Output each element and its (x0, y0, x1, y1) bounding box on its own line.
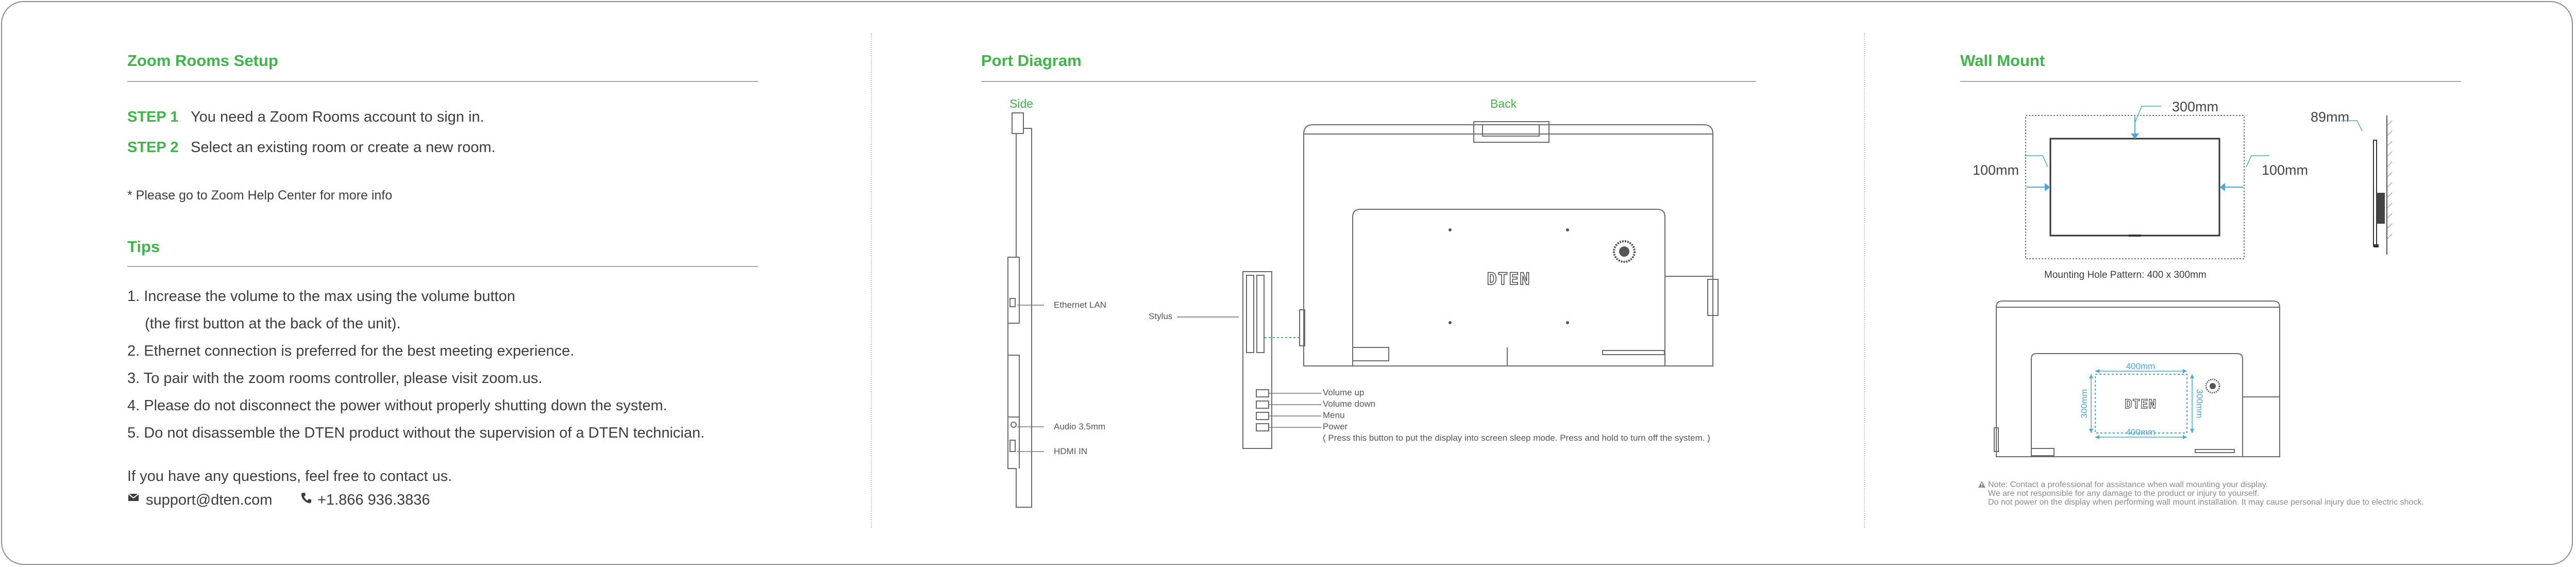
dim-right: 100mm (2262, 162, 2309, 178)
button-menu: Menu (1323, 410, 1345, 420)
tip-5: 5. Do not disassemble the DTEN product w… (127, 425, 705, 441)
contact-phone[interactable]: +1.866 936.3836 (317, 492, 430, 508)
side-callout-lines (1017, 305, 1044, 452)
stylus-button-panel (1177, 271, 1321, 449)
side-view-drawing (1007, 112, 1032, 508)
dim-left: 100mm (1973, 162, 2019, 178)
note-line-3: Do not power on the display when perform… (1988, 498, 2424, 507)
hole-pattern: Mounting Hole Pattern: 400 x 300mm (2044, 270, 2207, 280)
step-1: STEP 1 You need a Zoom Rooms account to s… (127, 109, 484, 126)
tips-title: Tips (127, 238, 160, 256)
ports-title: Port Diagram (981, 52, 1082, 70)
tip-1-continued: (the first button at the back of the uni… (145, 315, 401, 332)
step-2-label: STEP 2 (127, 139, 179, 156)
callout-stylus: Stylus (1149, 311, 1173, 321)
note-line-1: Note: Contact a professional for assista… (1988, 480, 2268, 489)
button-volume-down: Volume down (1323, 399, 1376, 409)
dim-depth: 89mm (2311, 109, 2350, 125)
depth-diagram (2342, 115, 2393, 255)
back-logo: DTEN (1487, 269, 1530, 289)
hole-v-left: 300mm (2079, 389, 2089, 419)
callout-ethernet: Ethernet LAN (1054, 300, 1107, 310)
hole-h-top: 400mm (2126, 361, 2156, 371)
step-1-label: STEP 1 (127, 109, 179, 125)
tip-2: 2. Ethernet connection is preferred for … (127, 343, 575, 359)
clearance-diagram (2025, 115, 2245, 259)
hole-h-bottom: 400mm (2126, 427, 2156, 437)
back-view-drawing: DTEN (1299, 121, 1719, 366)
callout-hdmi: HDMI IN (1054, 446, 1088, 456)
back-label: Back (1490, 97, 1517, 110)
step-1-text: You need a Zoom Rooms account to sign in… (191, 109, 484, 125)
tip-4: 4. Please do not disconnect the power wi… (127, 397, 667, 414)
step-2: STEP 2 Select an existing room or create … (127, 139, 496, 156)
setup-rule (127, 81, 758, 82)
tip-1: 1. Increase the volume to the max using … (127, 288, 515, 305)
ports-rule (981, 81, 1756, 82)
mounting-hole-diagram: DTEN 400mm 400mm 300mm 300mm (1994, 301, 2280, 457)
side-label: Side (1009, 97, 1034, 110)
setup-title: Zoom Rooms Setup (127, 52, 278, 70)
hole-logo: DTEN (2125, 397, 2157, 411)
dim-top: 300mm (2172, 99, 2219, 114)
hole-v-right: 300mm (2195, 389, 2204, 419)
column-divider-2 (1864, 33, 1865, 528)
contact-intro: If you have any questions, feel free to … (127, 468, 452, 485)
note-line-2: We are not responsible for any damage to… (1988, 489, 2260, 498)
power-note: ( Press this button to put the display i… (1323, 433, 1710, 443)
tip-3: 3. To pair with the zoom rooms controlle… (127, 370, 543, 387)
tips-rule (127, 266, 758, 267)
button-power: Power (1323, 422, 1348, 431)
setup-footnote: * Please go to Zoom Help Center for more… (127, 188, 393, 203)
wall-title: Wall Mount (1960, 52, 2045, 70)
wall-rule (1960, 81, 2461, 82)
callout-audio: Audio 3.5mm (1054, 422, 1106, 431)
contact-email[interactable]: support@dten.com (146, 492, 273, 508)
button-volume-up: Volume up (1323, 388, 1365, 397)
column-divider-1 (871, 33, 872, 528)
dimension-leaders (2025, 106, 2269, 168)
step-2-text: Select an existing room or create a new … (191, 139, 496, 156)
